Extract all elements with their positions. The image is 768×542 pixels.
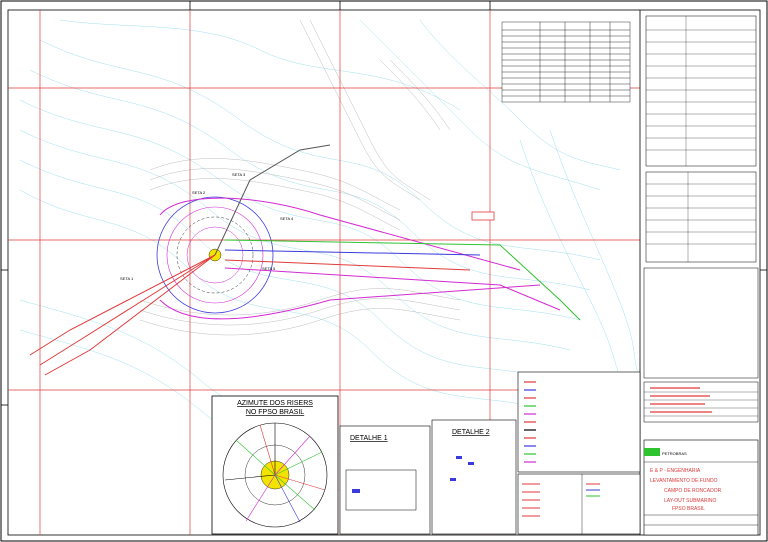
title-block: PETROBRAS E & P - ENGENHARIA LEVANTAMENT… — [644, 448, 758, 526]
riser-azimuth-panel: AZIMUTE DOS RISERS NO FPSO BRASIL — [211, 395, 339, 535]
detail-1-label: DETALHE 1 — [350, 435, 388, 442]
petrobras-label: PETROBRAS — [662, 451, 687, 456]
revision-rows — [650, 387, 712, 413]
right-panel — [639, 10, 759, 536]
seta-label-5: SETA 5 — [262, 266, 276, 271]
titleblock-line-3: CAMPO DE RONCADOR — [664, 488, 722, 494]
detail-1-panel: DETALHE 1 — [339, 425, 431, 535]
azimuth-title-2: NO FPSO BRASIL — [246, 409, 304, 416]
seta-label-4: SETA 4 — [280, 216, 294, 221]
pipelines — [29, 144, 581, 376]
titleblock-line-1: E & P - ENGENHARIA — [650, 468, 701, 474]
titleblock-line-4: LAY-OUT SUBMARINO — [664, 498, 717, 504]
coordinate-table — [501, 21, 631, 103]
azimuth-title-1: AZIMUTE DOS RISERS — [237, 400, 313, 407]
plan-marker-red — [471, 211, 495, 221]
seta-label-3: SETA 3 — [232, 172, 246, 177]
titleblock-line-5: FPSO BRASIL — [672, 506, 705, 512]
detail-2-panel: DETALHE 2 — [431, 419, 517, 535]
titleblock-line-2: LEVANTAMENTO DE FUNDO — [650, 478, 718, 484]
detail-2-label: DETALHE 2 — [452, 429, 490, 436]
seta-label-2: SETA 2 — [192, 190, 206, 195]
border-ticks — [1, 1, 767, 406]
fpso-anchor-pattern — [156, 196, 274, 314]
inner-frame — [7, 9, 761, 536]
seta-label-1: SETA 1 — [120, 276, 134, 281]
right-panel-rows — [644, 16, 758, 417]
legend-panel — [517, 371, 641, 535]
plan-labels: SETA 1 SETA 2 SETA 3 SETA 4 SETA 5 — [120, 172, 294, 281]
